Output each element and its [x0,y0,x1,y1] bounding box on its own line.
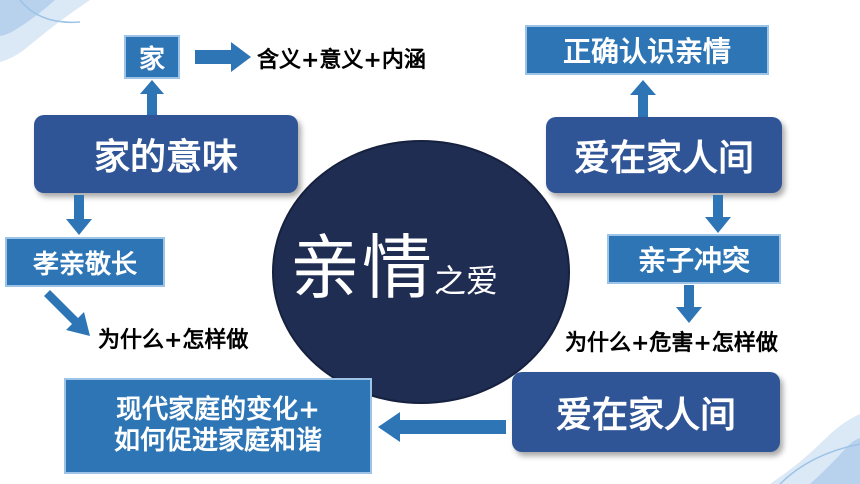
filial-label: 孝亲敬长 [32,249,137,280]
modern-family-line1: 现代家庭的变化+ [116,394,320,425]
filial-question-text: 为什么+怎样做 [98,328,249,353]
jia-label: 家 [138,44,165,75]
conflict-question-text: 为什么+危害+怎样做 [565,331,778,356]
arrow-right-to-jia-meaning [195,42,251,72]
home-meaning-box: 家的意味 [34,115,298,193]
arrow-down-to-conflict [705,195,731,233]
arrow-left-to-modern-family [378,412,506,442]
jia-meaning-text: 含义+意义+内涵 [257,48,426,73]
center-circle [274,142,568,402]
arrow-up-to-jia [140,80,164,118]
modern-family-line2: 如何促进家庭和谐 [113,426,322,456]
center-title-sub: 之爱 [434,262,499,300]
home-meaning-label: 家的意味 [93,137,238,178]
correct-understanding-box: 正确认识亲情 [525,25,769,75]
love-family-top-box: 爱在家人间 [546,117,782,193]
center-title-main: 亲情 [290,227,434,309]
love-family-bottom-label: 爱在家人间 [555,395,736,436]
center-title: 亲情之爱 [290,212,560,313]
corner-decoration-top-left [0,0,90,62]
conflict-label: 亲子冲突 [637,244,750,277]
correct-understanding-label: 正确认识亲情 [562,35,731,68]
love-family-top-label: 爱在家人间 [573,138,754,179]
arrow-diagonal-to-filial-question [44,290,90,336]
conflict-box: 亲子冲突 [607,234,781,284]
jia-box: 家 [124,35,180,79]
love-family-bottom-box: 爱在家人间 [512,372,780,452]
arrow-down-to-filial [66,195,92,235]
arrow-up-to-correct [630,80,656,118]
arrow-down-to-conflict-question [676,285,702,323]
modern-family-box: 现代家庭的变化+ 如何促进家庭和谐 [64,378,372,474]
filial-box: 孝亲敬长 [5,237,165,287]
corner-decoration-bottom-right [770,414,860,484]
